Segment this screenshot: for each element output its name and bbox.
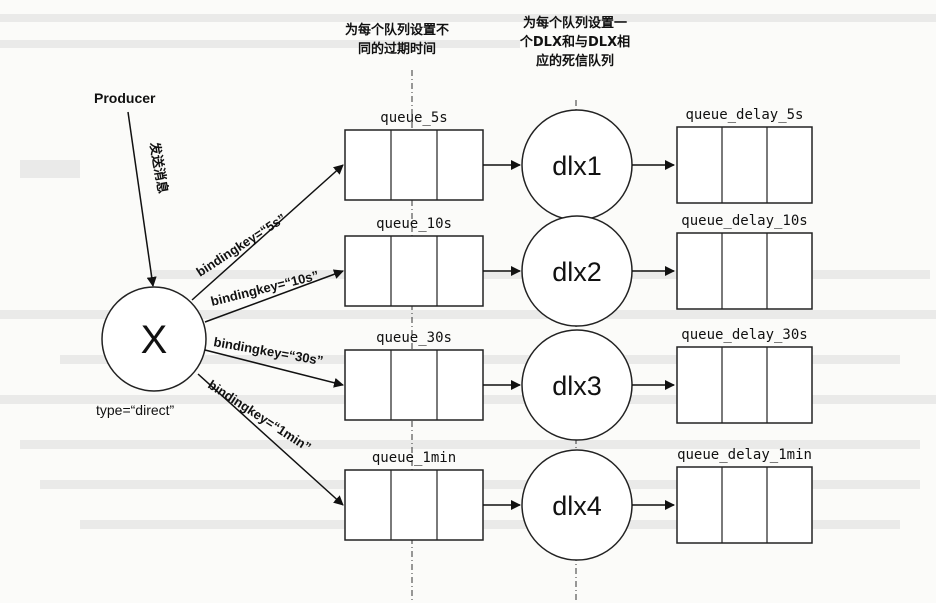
binding-key-label: bindingkey=“10s” [209, 268, 320, 309]
queue-name-label: queue_30s [376, 330, 452, 346]
header-col1-line2: 同的过期时间 [358, 41, 436, 57]
binding-arrow [204, 349, 344, 388]
queue-name-label: queue_1min [372, 450, 456, 466]
exchange-name: X [141, 318, 168, 362]
queue-box [344, 129, 484, 201]
send-message-label: 发送消息 [146, 140, 171, 195]
queue-name-label: queue_10s [376, 216, 452, 232]
delay-queue-name-label: queue_delay_30s [681, 327, 807, 343]
delay-queue-name-label: queue_delay_10s [681, 213, 807, 229]
delay-queue-box [676, 232, 813, 310]
delay-queue-box [676, 126, 813, 204]
header-col2-line2: 个DLX和与DLX相 [519, 34, 630, 50]
queue-box [344, 235, 484, 307]
queue-name-label: queue_5s [380, 110, 447, 126]
dlx-label: dlx1 [552, 151, 602, 181]
queue-box [344, 349, 484, 421]
binding-key-label: bindingkey=“5s” [193, 210, 288, 279]
binding-key-label: bindingkey=“1min” [205, 377, 313, 455]
exchange-node [101, 286, 207, 392]
dlx-label: dlx3 [552, 371, 602, 401]
header-col1-line1: 为每个队列设置不 [345, 22, 449, 38]
delay-queue-box [676, 466, 813, 544]
delay-queue-name-label: queue_delay_5s [685, 107, 803, 123]
binding-arrow [191, 164, 344, 301]
dlx-label: dlx4 [552, 491, 602, 521]
exchange-type-label: type=“direct” [96, 402, 175, 418]
delay-queue-box [676, 346, 813, 424]
binding-arrow [197, 373, 344, 506]
binding-key-label: bindingkey=“30s” [212, 334, 324, 368]
dlx-label: dlx2 [552, 257, 602, 287]
header-col2-line3: 应的死信队列 [536, 53, 614, 69]
queue-box [344, 469, 484, 541]
producer-label: Producer [94, 90, 156, 106]
producer-arrow [127, 111, 157, 287]
binding-arrow [204, 269, 344, 323]
delay-queue-name-label: queue_delay_1min [677, 447, 812, 463]
header-col2-line1: 为每个队列设置一 [523, 15, 627, 31]
